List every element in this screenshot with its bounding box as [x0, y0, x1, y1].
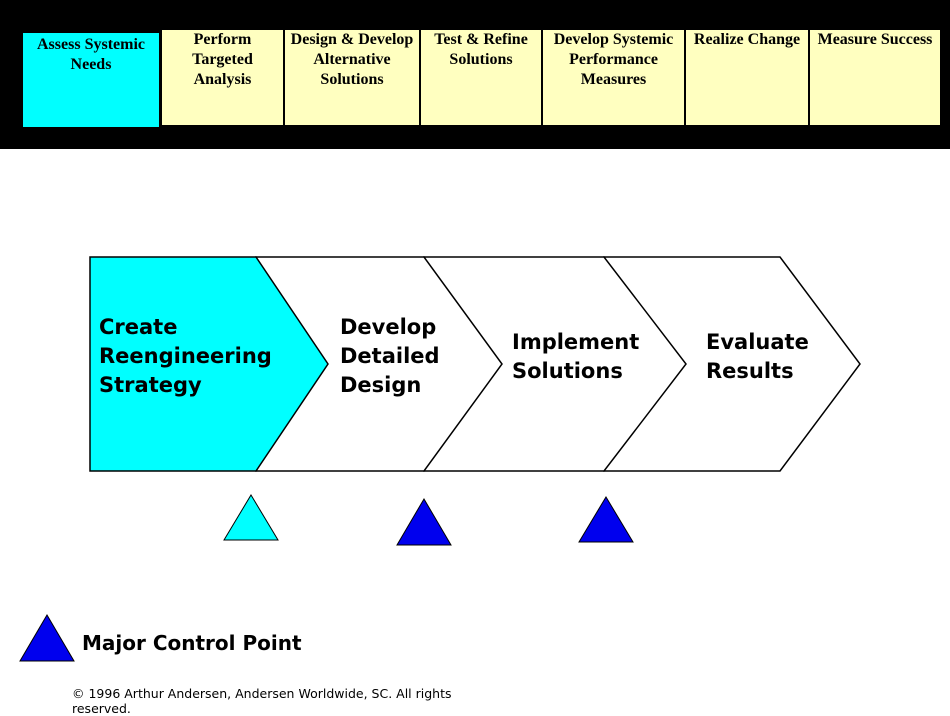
- phase-box-measure-success: Measure Success: [809, 29, 941, 126]
- legend-triangle-icon: [19, 614, 75, 662]
- phase-box-test-refine-solutions: Test & Refine Solutions: [420, 29, 542, 126]
- phase-box-assess-systemic-needs: Assess Systemic Needs: [21, 31, 161, 129]
- step-label-implement-solutions: Implement Solutions: [512, 330, 640, 383]
- phase-banner: Assess Systemic Needs Perform Targeted A…: [0, 0, 950, 149]
- step-label-evaluate-results: Evaluate Results: [706, 330, 809, 383]
- control-point-triangle: [396, 498, 452, 546]
- control-point-triangle: [223, 494, 279, 541]
- step-label-create-reengineering-strategy: Create Reengineering Strategy: [99, 315, 272, 397]
- step-label-develop-detailed-design: Develop Detailed Design: [340, 315, 440, 397]
- phase-box-realize-change: Realize Change: [685, 29, 809, 126]
- copyright-notice: © 1996 Arthur Andersen, Andersen Worldwi…: [72, 686, 452, 716]
- phase-box-perform-targeted-analysis: Perform Targeted Analysis: [161, 29, 284, 126]
- phase-box-design-develop-alternatives: Design & Develop Alternative Solutions: [284, 29, 420, 126]
- legend-label: Major Control Point: [82, 631, 302, 655]
- control-point-triangle: [578, 496, 634, 543]
- chevron-create-reengineering-strategy: [89, 256, 329, 472]
- phase-box-develop-performance-measures: Develop Systemic Performance Measures: [542, 29, 685, 126]
